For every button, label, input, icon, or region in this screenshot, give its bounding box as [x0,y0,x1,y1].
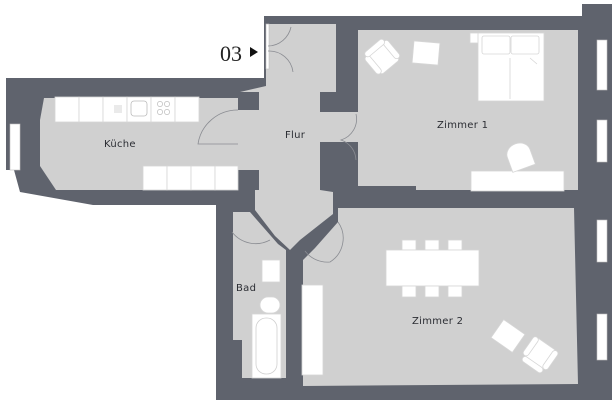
sink-icon [130,100,148,117]
bad-door-swing [231,231,271,244]
room-label-zimmer2: Zimmer 2 [412,316,464,327]
unit-number: 03 [220,41,242,66]
zimmer1-door-swing [339,113,357,161]
window-zimmer1-bottom [596,119,608,163]
room-label-flur: Flur [285,130,306,141]
desk-zimmer1 [470,170,565,192]
room-label-bad: Bad [236,283,257,294]
zimmer2-door-swing [304,221,344,263]
toilet-bad [259,296,281,314]
floor-flur [240,24,336,250]
bathtub-inner [255,317,278,375]
bed-zimmer1 [469,32,545,102]
floor-flur-link [238,110,268,170]
kitchen-counter-top [54,96,200,123]
wardrobe-zimmer2 [301,284,324,376]
sink-bad [261,259,281,283]
window-kueche [9,123,21,171]
armchair-zimmer2 [521,336,559,374]
entrance-door-swing-top [267,26,292,47]
kitchen-counter-bottom [142,165,239,191]
desk-chair-zimmer1 [506,142,536,173]
room-label-kueche: Küche [104,139,136,150]
floor-zimmer1-link [318,112,360,142]
side-table-zimmer2 [490,318,526,354]
window-zimmer2-top [596,219,608,263]
room-label-zimmer1: Zimmer 1 [437,120,489,131]
entrance-arrow-icon [250,47,258,57]
kitchen-door-swing [197,109,239,145]
dining-set-zimmer2 [385,239,480,298]
door-swings [197,26,357,263]
window-zimmer2-bottom [596,313,608,361]
window-zimmer1-top [596,39,608,91]
armchair-zimmer1 [364,38,401,75]
furniture [54,32,565,379]
entrance-door-swing-bottom [267,50,294,73]
side-table-zimmer1 [411,40,441,66]
windows [9,23,608,361]
stove-icon [157,101,170,115]
entrance-door-frame [265,23,270,70]
